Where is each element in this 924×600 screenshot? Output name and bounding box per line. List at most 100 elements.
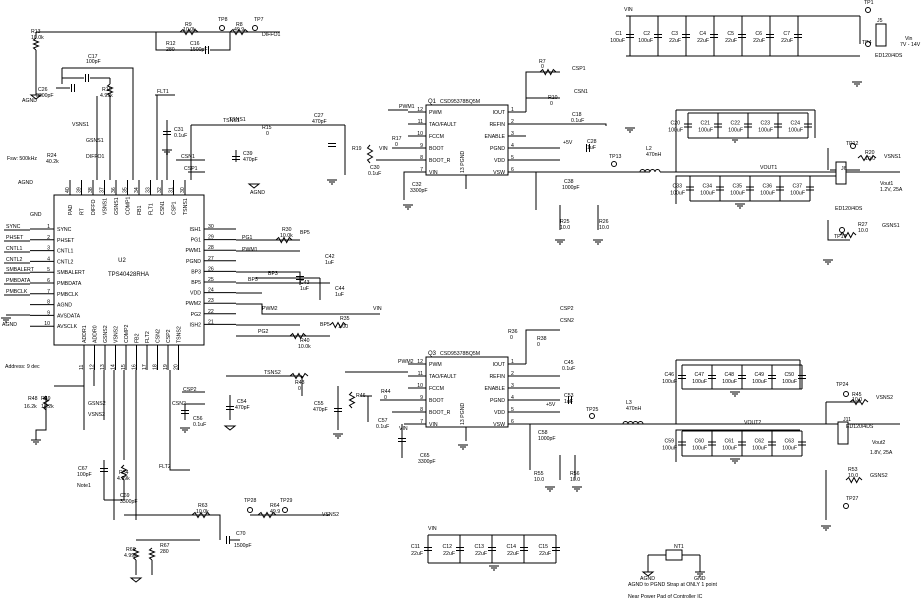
cap-ref: C3 xyxy=(671,31,678,37)
label-nt1: NT1 xyxy=(674,544,684,550)
cap-value: 100uF xyxy=(752,379,767,385)
pin-number: 8 xyxy=(420,155,423,161)
cap-value: 100uF xyxy=(782,379,797,385)
label-ed120c: ED120/4DS xyxy=(846,424,874,430)
label-c17v: 100pF xyxy=(86,59,101,65)
wire xyxy=(675,429,800,462)
label-gsns2b: GSNS2 xyxy=(870,473,888,479)
label-vout2v: 1.8V, 25A xyxy=(870,450,893,456)
pin-number: 1 xyxy=(511,359,514,365)
label-vin3: VIN xyxy=(624,7,633,13)
resistor xyxy=(366,144,374,164)
cap-ref: C20 xyxy=(670,121,680,127)
resistor xyxy=(191,511,211,519)
cap-value: 100uF xyxy=(668,128,683,134)
pin-name: GSNS1 xyxy=(114,197,120,215)
label-c28: C28 xyxy=(587,139,597,145)
label-r64: R64 xyxy=(270,503,280,509)
cap-value: 22uF xyxy=(539,551,551,557)
label-c69: C69 xyxy=(120,493,130,499)
pin-number: 23 xyxy=(208,298,214,304)
label-r25v: 10.0 xyxy=(560,225,570,231)
cap-value: 100uF xyxy=(698,128,713,134)
pin-name: IOUT xyxy=(493,362,506,368)
label-pwm1b: PWM1 xyxy=(399,104,415,110)
label-sync: SYNC xyxy=(6,224,21,230)
wire xyxy=(61,68,84,79)
resistor xyxy=(120,464,128,481)
wire xyxy=(526,123,607,126)
pin-name: TAO/FAULT xyxy=(429,374,457,380)
pin-number: 11 xyxy=(418,371,423,377)
label-agnd1: AGND xyxy=(22,98,37,104)
test-point xyxy=(247,507,253,513)
pin-name: BOOT_R xyxy=(429,158,451,164)
label-r12v: 280 xyxy=(166,47,175,53)
label-c57: C57 xyxy=(378,418,388,424)
label-c39: C39 xyxy=(243,151,253,157)
test-point xyxy=(219,25,225,31)
cap-value: 100uF xyxy=(662,446,677,452)
cap-ref: C24 xyxy=(790,121,800,127)
label-c28v: 1uF xyxy=(587,145,596,151)
pin-number: 10 xyxy=(44,321,50,327)
controller-part: TPS40428RHA xyxy=(108,272,149,278)
pin-name: SMBALERT xyxy=(57,270,86,276)
label-c56: C56 xyxy=(193,416,203,422)
label-r53: R53 xyxy=(848,467,858,473)
pin-number: 9 xyxy=(420,395,423,401)
pin-name: FCCM xyxy=(429,134,444,140)
label-tp12: TP12 xyxy=(846,141,859,147)
label-l2: L2 xyxy=(646,146,652,152)
label-pwm2: PWM2 xyxy=(262,306,278,312)
pin-name: PHSET xyxy=(57,238,75,244)
label-r48: R48 xyxy=(28,396,38,402)
label-agnd3: AGND xyxy=(18,180,33,186)
resistor xyxy=(132,547,140,561)
pin-number: 16 xyxy=(132,364,138,370)
cap-value: 22uF xyxy=(753,38,765,44)
label-csp1b: CSP1 xyxy=(572,66,586,72)
label-cntl1: CNTL1 xyxy=(6,246,23,252)
label-tsns1: TSNS1 xyxy=(223,118,240,124)
pin-name: CSP2 xyxy=(166,329,172,343)
pin-name: CSP1 xyxy=(172,201,178,215)
cap-value: 100uF xyxy=(752,446,767,452)
label-r63v: 10.0k xyxy=(196,509,209,515)
label-tp24: TP24 xyxy=(836,382,849,388)
label-r27v: 10.0 xyxy=(858,228,868,234)
label-vsns2b: VSNS2 xyxy=(322,512,339,518)
label-vin2: VIN xyxy=(379,146,388,152)
label-c55: C55 xyxy=(314,401,324,407)
pin-number: 1 xyxy=(47,224,50,230)
label-pmbdata: PMBDATA xyxy=(6,278,31,284)
label-r27: R27 xyxy=(858,222,868,228)
label-r54v: 4.99k xyxy=(117,476,130,482)
pin-number: 8 xyxy=(420,407,423,413)
label-r36v: 0 xyxy=(510,335,513,341)
label-c31v: 0.1uF xyxy=(174,133,187,139)
cap-ref: C2 xyxy=(643,31,650,37)
output-connector xyxy=(837,421,849,445)
resistor xyxy=(289,332,307,340)
cap-ref: C4 xyxy=(699,31,706,37)
label-c30v: 0.1uF xyxy=(368,171,381,177)
pin-number: 24 xyxy=(208,288,214,294)
pin-name: BOOT xyxy=(429,146,445,152)
pin-number: 19 xyxy=(163,364,169,370)
pin-name: PWM xyxy=(429,110,442,116)
label-smbalert: SMBALERT xyxy=(6,267,35,273)
label-r7v: 0 xyxy=(541,64,544,70)
label-r44: R44 xyxy=(381,389,391,395)
pin-number: 17 xyxy=(142,364,148,370)
cap-ref: C12 xyxy=(442,544,452,550)
cap-ref: C11 xyxy=(411,544,420,550)
pin-number: 30 xyxy=(208,224,214,230)
label-c38v: 1000pF xyxy=(562,185,580,191)
test-point xyxy=(611,161,617,167)
wire xyxy=(35,396,47,440)
label-r8v: 49.9 xyxy=(234,27,244,33)
label-tp27: TP27 xyxy=(846,496,859,502)
label-r63: R63 xyxy=(198,503,208,509)
